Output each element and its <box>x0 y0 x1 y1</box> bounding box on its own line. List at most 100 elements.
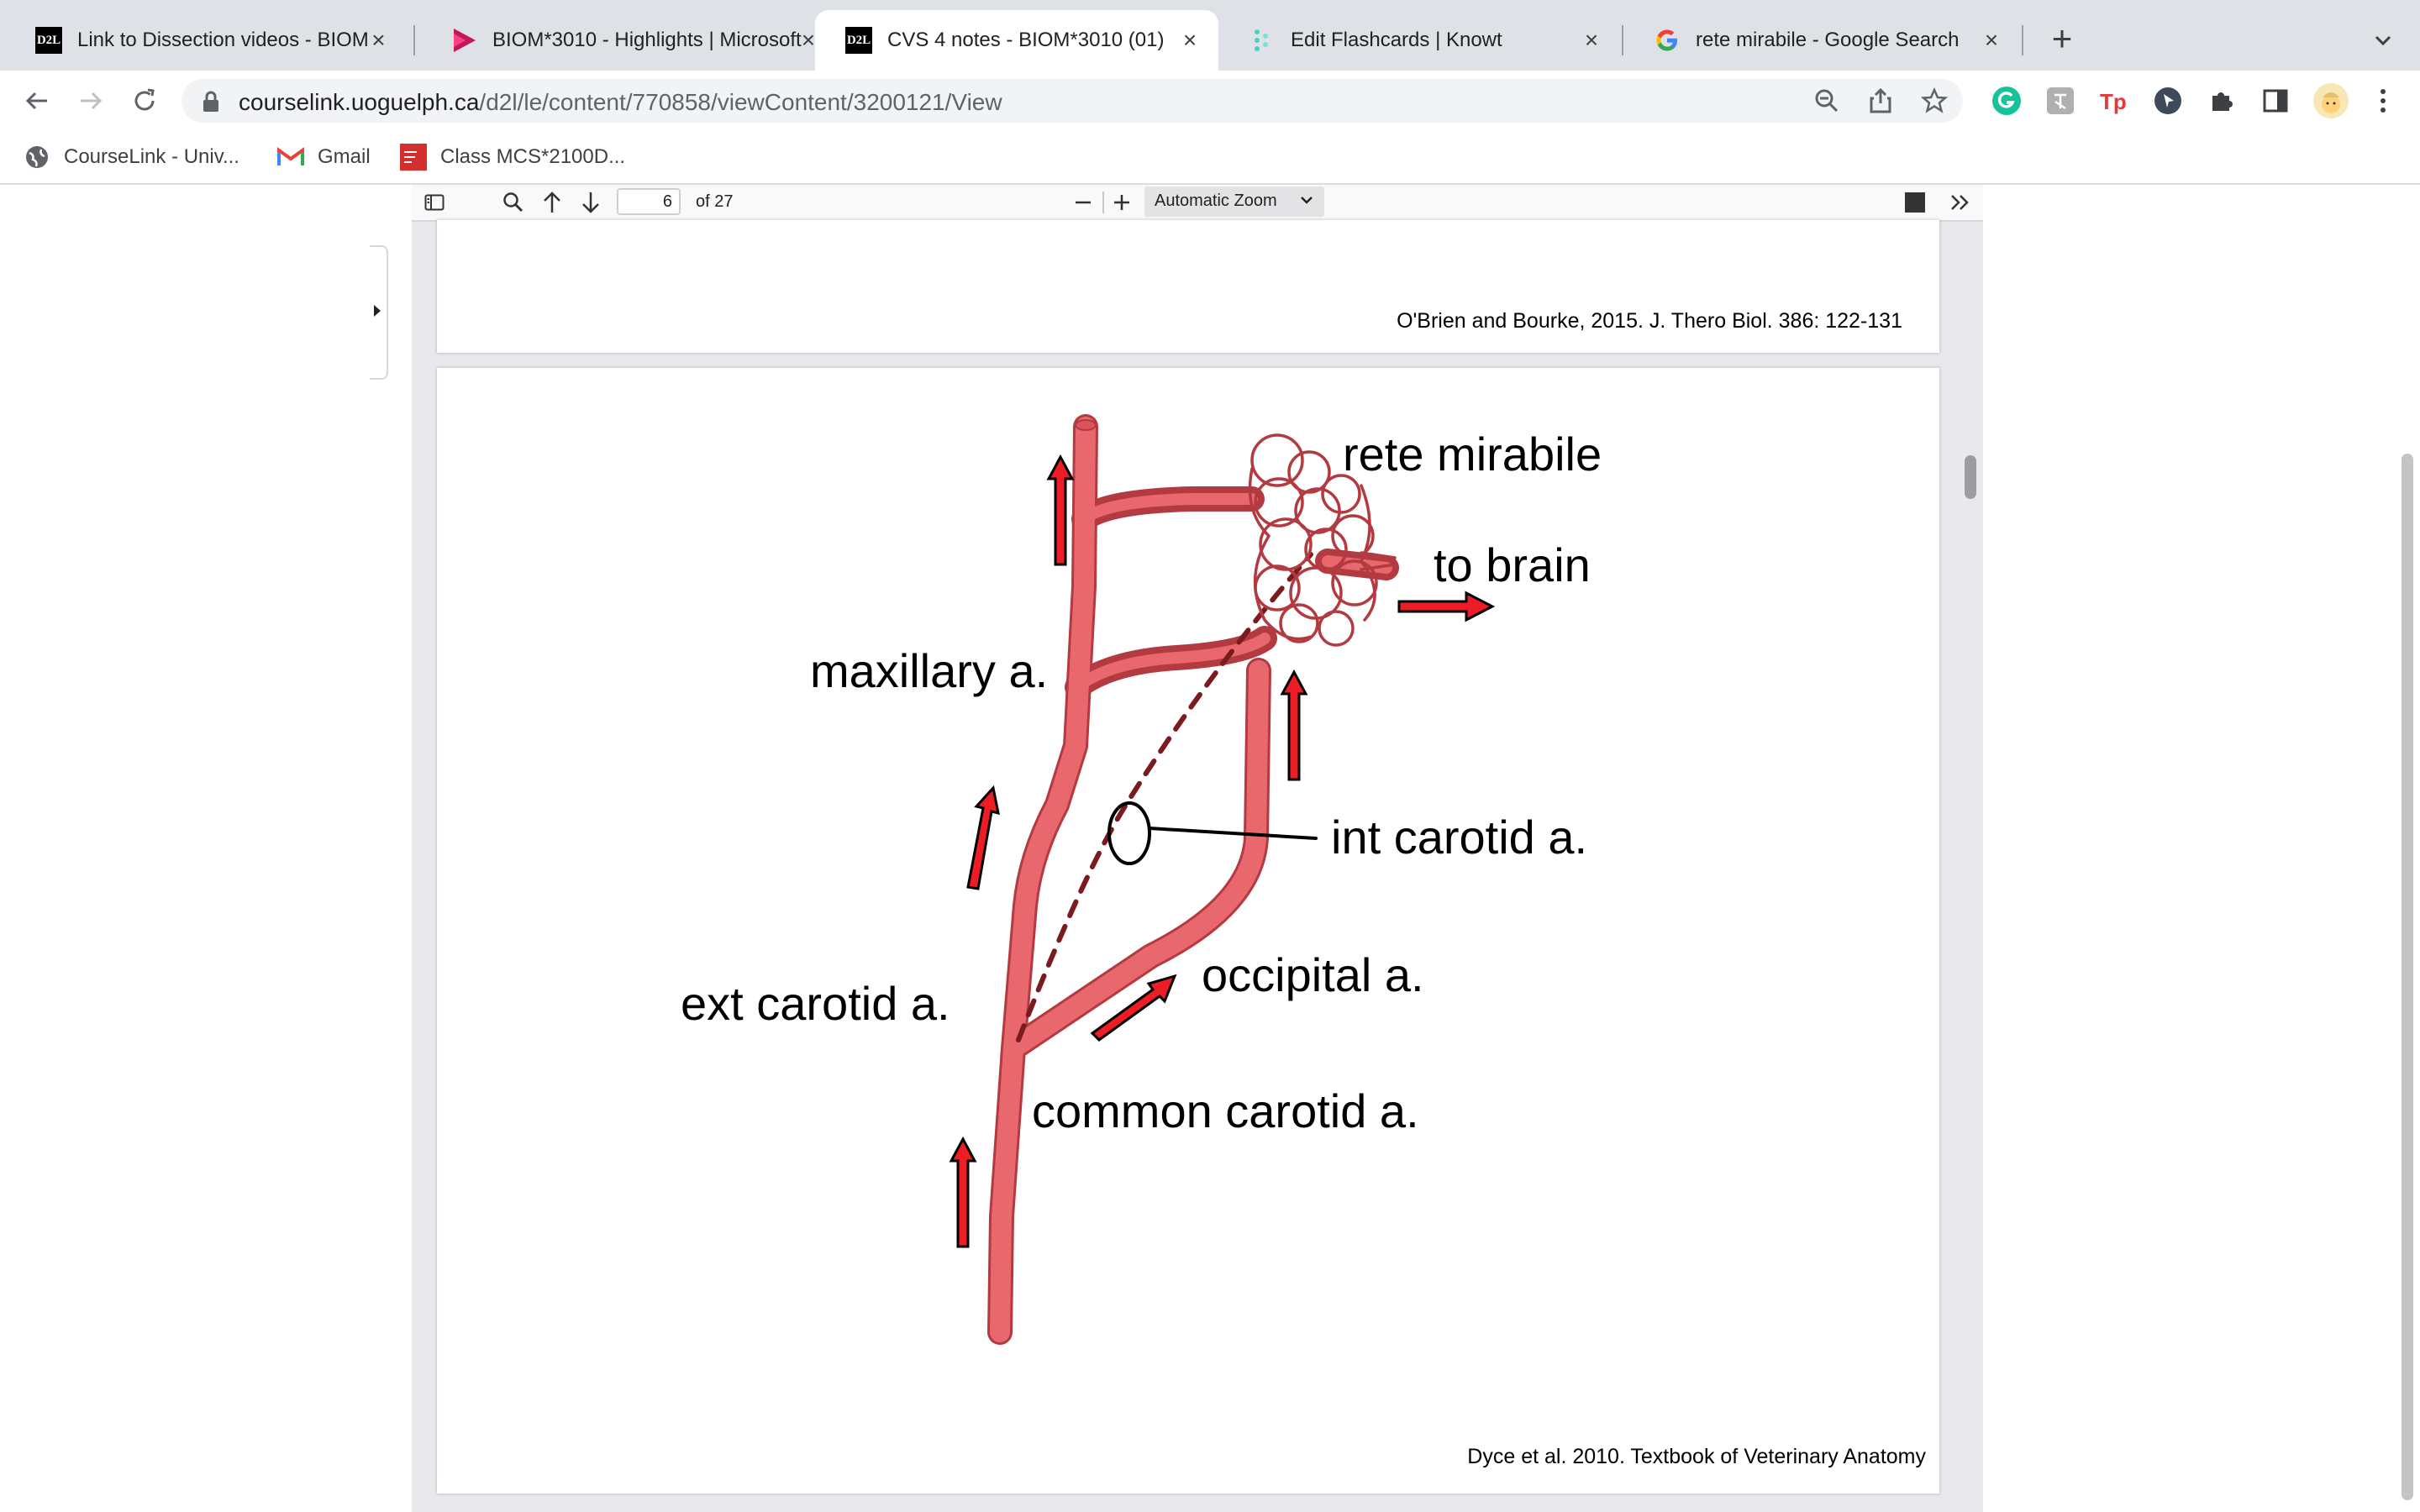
tab-strip: D2L Link to Dissection videos - BIOM × B… <box>0 0 2420 71</box>
tools-double-chevron-icon[interactable] <box>1946 188 1975 217</box>
pdf-page-6: rete mirabile to brain maxillary a. int … <box>437 368 1939 1494</box>
bookmark-label: Class MCS*2100D... <box>440 145 626 168</box>
pdf-page-5: O'Brien and Bourke, 2015. J. Thero Biol.… <box>437 220 1939 353</box>
page-scrollbar-thumb[interactable] <box>2402 454 2413 1500</box>
next-page-icon[interactable] <box>576 188 605 217</box>
sidebar-toggle[interactable] <box>370 245 388 380</box>
label-int-carotid: int carotid a. <box>1331 811 1587 864</box>
page-number-input[interactable]: 6 <box>617 188 681 215</box>
close-icon[interactable]: × <box>1182 27 1197 53</box>
toolbar-divider <box>1102 192 1104 213</box>
caret-right-icon <box>374 305 381 317</box>
url-host: courselink.uoguelph.ca <box>239 89 480 115</box>
arrow-up-common-carotid <box>949 1136 977 1248</box>
pdf-toolbar: 6 of 27 Automatic Zoom <box>412 185 1983 222</box>
globe-icon <box>24 144 50 171</box>
google-icon <box>1654 27 1681 54</box>
address-bar[interactable]: courselink.uoguelph.ca/d2l/le/content/77… <box>182 79 1963 123</box>
close-icon[interactable]: × <box>371 27 386 53</box>
gmail-icon <box>277 144 304 171</box>
back-icon[interactable] <box>20 84 54 118</box>
search-icon[interactable] <box>499 188 528 217</box>
chevron-down-icon[interactable] <box>2366 24 2400 57</box>
arrow-right-to-brain <box>1397 591 1496 622</box>
share-icon[interactable] <box>1865 86 1896 116</box>
tab-google-search[interactable]: rete mirabile - Google Search × <box>1623 10 2020 71</box>
mcgraw-hill-icon <box>400 144 427 171</box>
bookmarks-bar: CourseLink - Univ... Gmail Class MCS*210… <box>0 131 2420 185</box>
tab-biom-highlights[interactable]: BIOM*3010 - Highlights | Microsoft × <box>420 10 815 71</box>
chevron-down-icon <box>1301 197 1313 204</box>
side-panel-icon[interactable] <box>2260 86 2291 116</box>
close-icon[interactable]: × <box>801 27 816 53</box>
forward-icon[interactable] <box>74 84 108 118</box>
bookmark-label: Gmail <box>318 145 371 168</box>
label-maxillary: maxillary a. <box>810 644 1048 697</box>
reload-icon[interactable] <box>128 84 161 118</box>
play-icon <box>450 27 477 54</box>
svg-text:Tp: Tp <box>2100 89 2127 114</box>
tab-separator <box>2022 25 2023 55</box>
d2l-icon: D2L <box>35 27 62 54</box>
arrow-occipital-diagonal <box>1090 974 1177 1042</box>
tab-title: rete mirabile - Google Search <box>1696 29 1960 51</box>
url-path: /d2l/le/content/770858/viewContent/32001… <box>479 89 1002 115</box>
label-ext-carotid: ext carotid a. <box>681 977 950 1030</box>
previous-page-icon[interactable] <box>538 188 566 217</box>
bookmark-class-mcs[interactable]: Class MCS*2100D... <box>400 141 625 173</box>
zoom-in-icon[interactable] <box>1107 188 1136 217</box>
citation-dyce: Dyce et al. 2010. Textbook of Veterinary… <box>1467 1445 1926 1468</box>
label-rete-mirabile: rete mirabile <box>1343 428 1602 480</box>
zoom-out-icon[interactable] <box>1069 188 1097 217</box>
bookmark-courselink[interactable]: CourseLink - Univ... <box>24 141 239 173</box>
presentation-mode-icon[interactable] <box>1901 188 1929 217</box>
tab-dissection-videos[interactable]: D2L Link to Dissection videos - BIOM × <box>5 10 405 71</box>
arrow-up-occipital <box>1280 669 1308 781</box>
zoom-select[interactable]: Automatic Zoom <box>1144 186 1324 217</box>
zoom-value: Automatic Zoom <box>1155 192 1277 210</box>
tab-cvs4-notes[interactable]: D2L CVS 4 notes - BIOM*3010 (01) × <box>815 10 1218 71</box>
pdf-viewer: 6 of 27 Automatic Zoom O'Brien and Bourk… <box>412 185 1983 1512</box>
bookmark-label: CourseLink - Univ... <box>64 145 239 168</box>
tab-title: BIOM*3010 - Highlights | Microsoft <box>492 29 802 51</box>
label-to-brain: to brain <box>1434 538 1591 591</box>
tab-title: CVS 4 notes - BIOM*3010 (01) <box>887 29 1165 51</box>
browser-toolbar: courselink.uoguelph.ca/d2l/le/content/77… <box>0 71 2420 131</box>
int-carotid-callout-oval <box>1107 801 1151 865</box>
zoom-out-icon[interactable] <box>1812 86 1842 116</box>
kebab-menu-icon[interactable] <box>2368 86 2398 116</box>
lock-icon[interactable] <box>202 91 220 117</box>
arrow-up-maxillary <box>1046 454 1075 566</box>
label-common-carotid: common carotid a. <box>1032 1084 1419 1137</box>
cursor-extension-icon[interactable] <box>2153 86 2183 116</box>
carotid-diagram: rete mirabile to brain maxillary a. int … <box>681 414 1602 1345</box>
knowt-icon <box>1249 27 1276 54</box>
d2l-icon: D2L <box>845 27 872 54</box>
pdf-scrollbar-thumb[interactable] <box>1965 455 1976 499</box>
int-carotid-leader-line <box>1148 827 1318 840</box>
avatar[interactable] <box>2312 82 2349 119</box>
arrow-up-ext-carotid <box>966 785 1000 890</box>
url-text[interactable]: courselink.uoguelph.ca/d2l/le/content/77… <box>239 89 1002 116</box>
citation-obrien: O'Brien and Bourke, 2015. J. Thero Biol.… <box>1397 309 1902 333</box>
tab-separator <box>413 25 415 55</box>
bookmark-gmail[interactable]: Gmail <box>277 141 371 173</box>
star-icon[interactable] <box>1919 86 1949 116</box>
label-occipital: occipital a. <box>1202 948 1424 1001</box>
translate-extension-icon[interactable] <box>2045 86 2075 116</box>
extensions-puzzle-icon[interactable] <box>2207 86 2237 116</box>
tab-knowt[interactable]: Edit Flashcards | Knowt × <box>1218 10 1620 71</box>
close-icon[interactable]: × <box>1984 27 1999 53</box>
close-icon[interactable]: × <box>1584 27 1599 53</box>
tab-title: Link to Dissection videos - BIOM <box>77 29 369 51</box>
grammarly-icon[interactable] <box>1991 86 2022 116</box>
new-tab-icon[interactable]: + <box>2051 18 2073 58</box>
sidebar-toggle-icon[interactable] <box>420 188 449 217</box>
rete-mirabile-network <box>1248 433 1397 647</box>
tp-extension-icon[interactable]: Tp <box>2099 86 2129 116</box>
page-count: of 27 <box>696 192 734 211</box>
vessel-top-opening <box>1075 419 1097 431</box>
page-content: 6 of 27 Automatic Zoom O'Brien and Bourk… <box>0 185 2420 1512</box>
tab-separator <box>1622 25 1623 55</box>
tab-title: Edit Flashcards | Knowt <box>1291 29 1502 51</box>
